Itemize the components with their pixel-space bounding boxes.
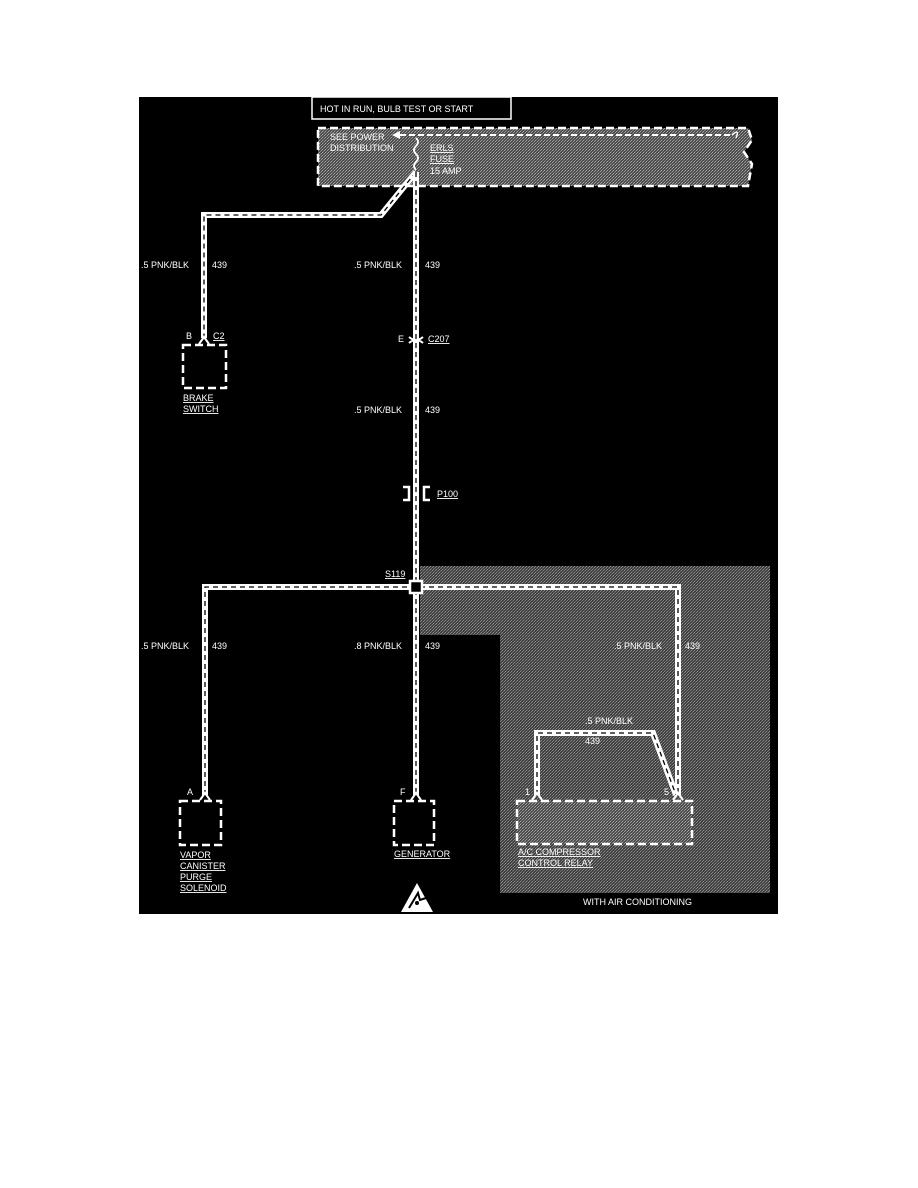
ac-relay-pin-left: 1: [525, 787, 530, 797]
fuse-icon: [413, 137, 419, 171]
distribution-label: DISTRIBUTION: [330, 143, 394, 153]
generator-pin-arrow: [410, 791, 422, 801]
vapor-wire-circuit: 439: [212, 641, 227, 651]
vapor-solenoid-name-3: PURGE: [180, 872, 212, 882]
splice-s119: [408, 579, 424, 595]
generator-wire-spec: .8 PNK/BLK: [354, 641, 402, 651]
fuse-word: FUSE: [430, 154, 454, 164]
fuse-name: ERLS: [430, 143, 454, 153]
brake-switch-name-2: SWITCH: [183, 404, 219, 414]
with-ac-label: WITH AIR CONDITIONING: [583, 897, 692, 907]
fuse-block: [316, 126, 754, 188]
wire-to-ac-relay: [420, 584, 681, 795]
c207-label: C207: [428, 334, 450, 344]
ac-wire-spec: .5 PNK/BLK: [614, 641, 662, 651]
splice-label: S119: [385, 569, 405, 579]
bus-curl: [731, 131, 739, 139]
generator-pin: F: [400, 787, 406, 797]
main-wire-circuit: 439: [425, 260, 440, 270]
connector-c207: [408, 336, 424, 344]
ac-relay-pin-left-arrow: [531, 791, 543, 801]
brake-switch-pin-arrow: [198, 335, 210, 345]
ac-relay-box: [515, 799, 694, 846]
brake-switch-pin: B: [186, 331, 192, 341]
vapor-solenoid-pin-arrow: [199, 791, 211, 801]
generator-wire-circuit: 439: [425, 641, 440, 651]
vapor-solenoid-pin: A: [187, 787, 193, 797]
p100-label: P100: [437, 489, 458, 499]
ac-relay-name-2: CONTROL RELAY: [518, 858, 593, 868]
see-power-label: SEE POWER: [330, 132, 385, 142]
vapor-solenoid-name-2: CANISTER: [180, 861, 226, 871]
fuse-rating: 15 AMP: [430, 166, 462, 176]
bus-arrow-icon: [392, 131, 400, 139]
relay-jumper-spec: .5 PNK/BLK: [585, 716, 633, 726]
relay-jumper-circuit: 439: [585, 736, 600, 746]
brake-wire-circuit: 439: [212, 260, 227, 270]
main-wire-spec: .5 PNK/BLK: [354, 260, 402, 270]
ac-relay-name-1: A/C COMPRESSOR: [518, 847, 601, 857]
c207-pin: E: [398, 334, 404, 344]
ac-relay-pin-right-arrow: [672, 791, 684, 801]
vapor-solenoid-box: [178, 799, 223, 847]
brake-switch-name-1: BRAKE: [183, 393, 214, 403]
brake-switch-box: [181, 343, 228, 390]
brake-wire-spec: .5 PNK/BLK: [141, 260, 189, 270]
with-ac-label-bg: [578, 894, 706, 908]
connector-p100: [403, 485, 430, 502]
vapor-solenoid-name-4: SOLENOID: [180, 883, 227, 893]
header-box: [311, 96, 512, 120]
wire-relay-jumper: [534, 730, 679, 797]
header-title: HOT IN RUN, BULB TEST OR START: [320, 104, 474, 114]
generator-box: [392, 799, 436, 847]
mid-wire-spec: .5 PNK/BLK: [354, 405, 402, 415]
mid-wire-circuit: 439: [425, 405, 440, 415]
ac-relay-pin-right: 5: [664, 787, 669, 797]
vapor-wire-spec: .5 PNK/BLK: [141, 641, 189, 651]
esd-warning-icon: [401, 883, 433, 912]
generator-name: GENERATOR: [394, 849, 451, 859]
wire-to-brake-switch: [201, 170, 419, 338]
vapor-solenoid-name-1: VAPOR: [180, 850, 211, 860]
wire-to-vapor-solenoid: [202, 584, 416, 795]
ac-wire-circuit: 439: [685, 641, 700, 651]
brake-switch-connector: C2: [213, 331, 225, 341]
